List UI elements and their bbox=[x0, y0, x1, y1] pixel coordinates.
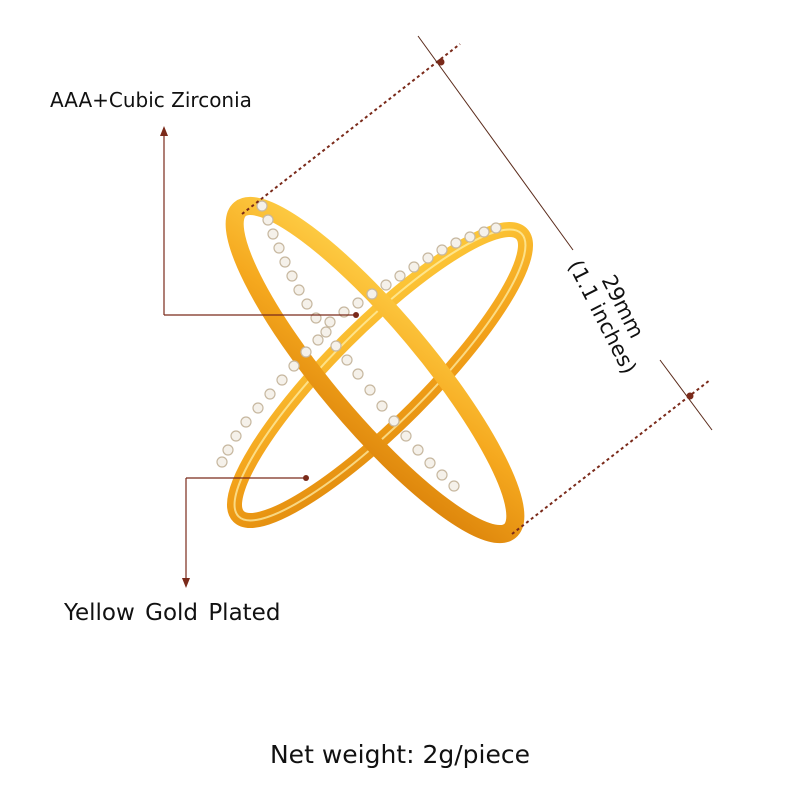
stone bbox=[330, 340, 342, 352]
leader-plating bbox=[182, 475, 309, 588]
stone bbox=[366, 288, 378, 300]
stone bbox=[352, 297, 364, 309]
stone bbox=[279, 256, 291, 268]
stone bbox=[222, 444, 234, 456]
dimension-lines bbox=[241, 35, 713, 535]
stone bbox=[240, 416, 252, 428]
stone bbox=[364, 384, 376, 396]
stone bbox=[320, 326, 332, 338]
stone bbox=[424, 457, 436, 469]
leader-stones bbox=[160, 126, 359, 318]
stone bbox=[450, 237, 462, 249]
stone bbox=[276, 374, 288, 386]
stone bbox=[376, 400, 388, 412]
stone bbox=[352, 368, 364, 380]
stone bbox=[422, 252, 434, 264]
stone bbox=[394, 270, 406, 282]
stone bbox=[448, 480, 460, 492]
ring-band-pave bbox=[225, 196, 525, 544]
dimension-axis bbox=[417, 35, 574, 251]
stone bbox=[324, 316, 336, 328]
stone bbox=[490, 222, 502, 234]
stone bbox=[408, 261, 420, 273]
stone bbox=[293, 284, 305, 296]
stone bbox=[312, 334, 324, 346]
cubic-zirconia-stones bbox=[216, 200, 502, 492]
stone bbox=[400, 430, 412, 442]
stone bbox=[301, 298, 313, 310]
stone bbox=[464, 231, 476, 243]
stone bbox=[478, 226, 490, 238]
net-weight-label: Net weight: 2g/piece bbox=[269, 740, 530, 769]
stones-label: AAA+Cubic Zirconia bbox=[50, 88, 252, 112]
stone bbox=[412, 444, 424, 456]
stone bbox=[388, 415, 400, 427]
stone bbox=[288, 360, 300, 372]
plating-label: Yellow Gold Plated bbox=[64, 600, 281, 626]
stone bbox=[252, 402, 264, 414]
stone bbox=[256, 200, 268, 212]
stone bbox=[436, 469, 448, 481]
ring-band-plain bbox=[227, 222, 533, 528]
stone bbox=[286, 270, 298, 282]
stone bbox=[341, 354, 353, 366]
stone bbox=[436, 244, 448, 256]
stone bbox=[273, 242, 285, 254]
stone bbox=[216, 456, 228, 468]
stone bbox=[267, 228, 279, 240]
stone bbox=[300, 346, 312, 358]
stone bbox=[380, 279, 392, 291]
stone bbox=[264, 388, 276, 400]
stone bbox=[230, 430, 242, 442]
stone bbox=[262, 214, 274, 226]
